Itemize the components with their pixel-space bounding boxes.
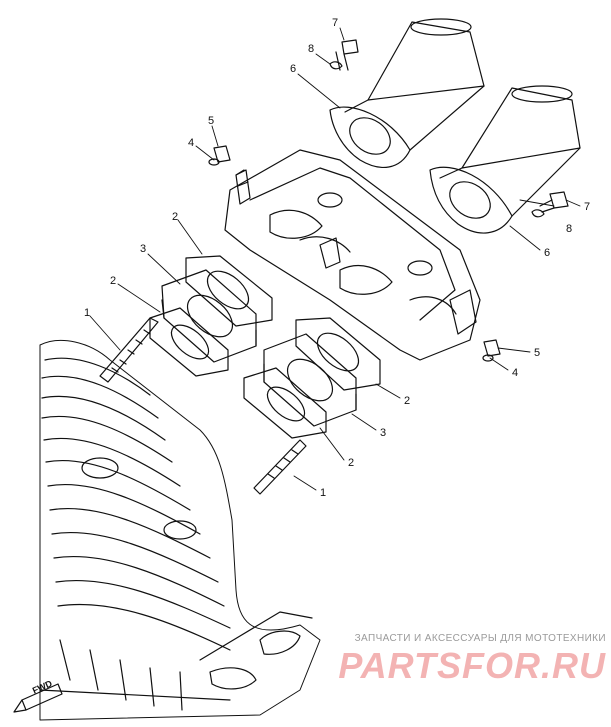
callout-bolt-lower: 7 xyxy=(584,201,590,213)
fwd-arrow xyxy=(13,683,63,713)
callout-washer-right: 4 xyxy=(512,367,518,379)
callout-gasket-upper-outer: 2 xyxy=(172,211,178,223)
callout-spacer-upper: 3 xyxy=(140,243,146,255)
bolt-and-spring-upper xyxy=(329,39,359,71)
gasket-lower-bottom xyxy=(243,367,327,439)
air-funnel-lower xyxy=(429,85,581,234)
nut-washer-right xyxy=(482,339,501,362)
watermark-brand: PARTSFOR.RU xyxy=(338,645,606,686)
nut-washer-left xyxy=(208,145,249,187)
callout-spring-lower: 8 xyxy=(566,223,572,235)
stud-upper xyxy=(99,317,159,383)
bolt-and-spring-lower xyxy=(531,191,569,218)
callout-gasket-lower-bottom: 2 xyxy=(348,457,354,469)
callout-nut-right: 5 xyxy=(534,347,540,359)
callout-funnel-upper: 6 xyxy=(290,63,296,75)
callout-funnel-lower: 6 xyxy=(544,247,550,259)
spacer-upper xyxy=(161,269,257,363)
callout-washer-left: 4 xyxy=(188,137,194,149)
callout-labels: 7 8 6 5 4 2 3 2 1 7 8 6 5 4 2 3 2 1 xyxy=(84,17,590,499)
callout-gasket-upper-inner: 2 xyxy=(110,275,116,287)
callout-stud-upper: 1 xyxy=(84,307,90,319)
gasket-upper-inner xyxy=(149,307,229,377)
callout-nut-left: 5 xyxy=(208,115,214,127)
callout-stud-lower: 1 xyxy=(320,487,326,499)
air-funnel-upper xyxy=(329,18,485,168)
callout-spring-upper: 8 xyxy=(308,43,314,55)
callout-spacer-lower: 3 xyxy=(380,427,386,439)
cylinder-block xyxy=(39,339,321,721)
callout-bolt-upper: 7 xyxy=(332,17,338,29)
leader-lines xyxy=(89,27,581,491)
intake-manifold xyxy=(224,149,481,361)
spacer-lower xyxy=(263,333,357,427)
callout-gasket-lower-right: 2 xyxy=(404,395,410,407)
stud-lower xyxy=(253,439,307,495)
gasket-lower-right xyxy=(295,317,381,391)
watermark-tagline: ЗАПЧАСТИ И АКСЕССУАРЫ ДЛЯ МОТОТЕХНИКИ xyxy=(354,633,606,644)
